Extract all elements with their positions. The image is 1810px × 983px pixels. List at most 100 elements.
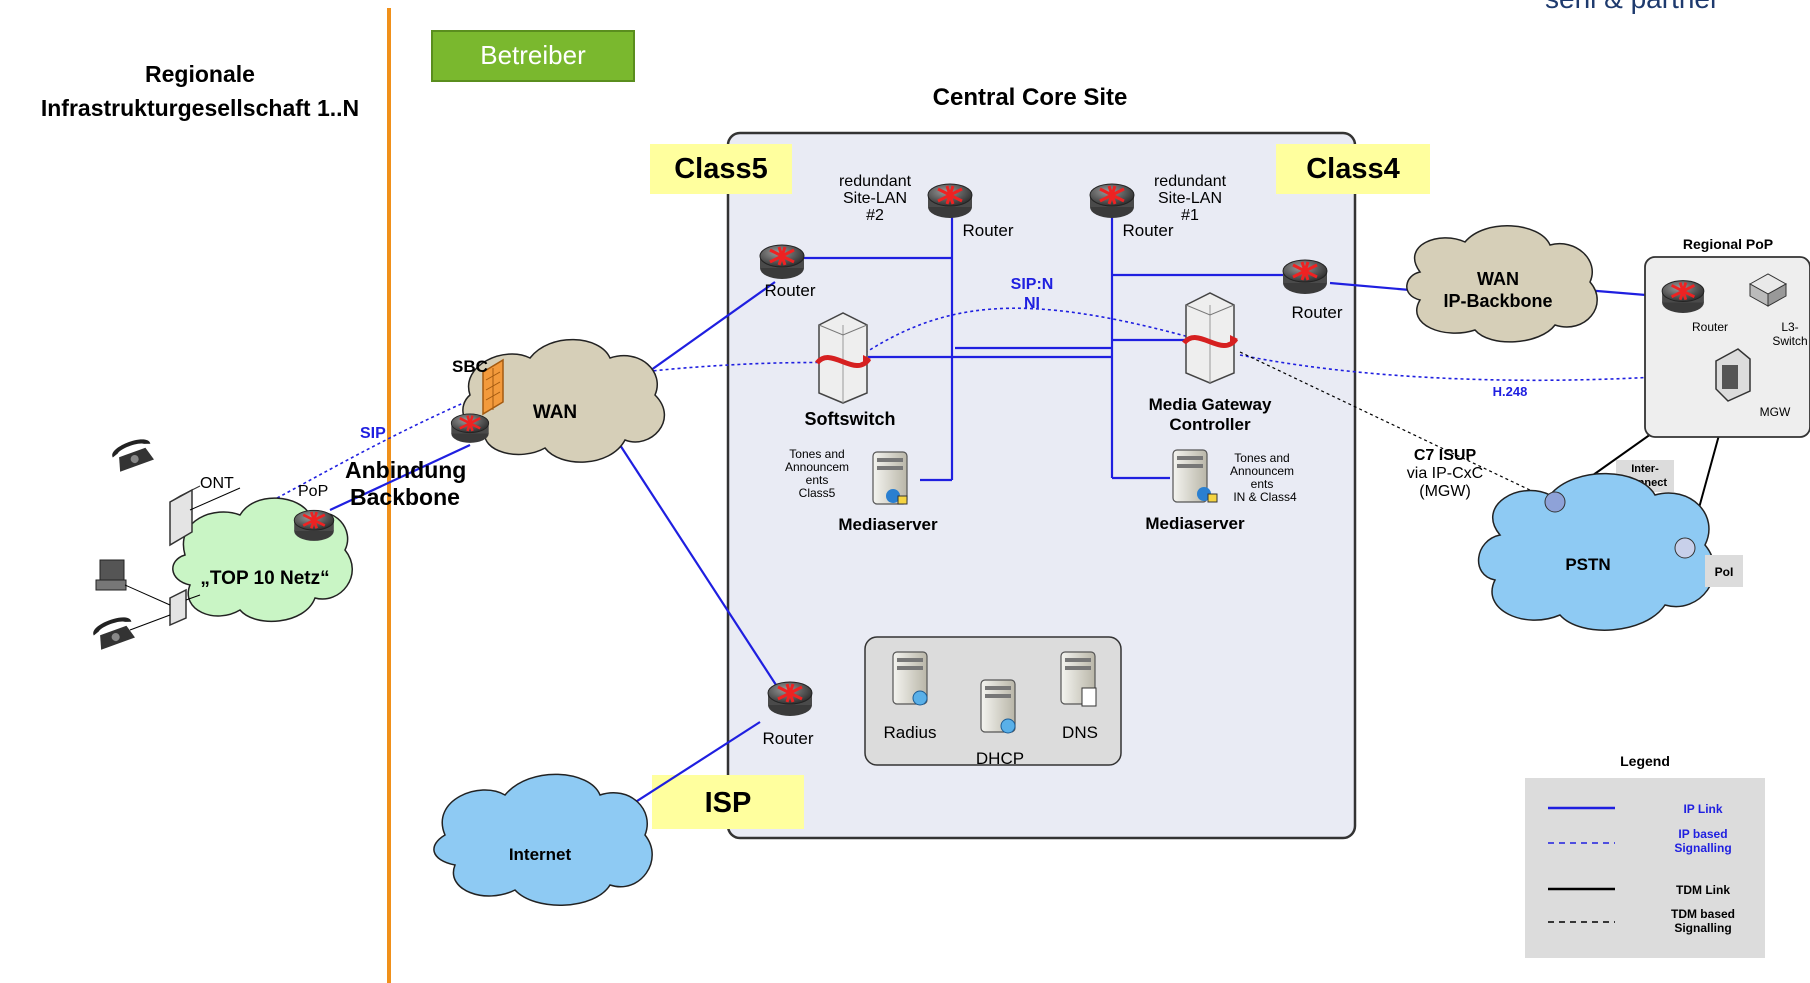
- lan1-line2: Site-LAN: [1158, 190, 1222, 207]
- ont-device-icon: [169, 485, 201, 547]
- router-icon-isp: [766, 680, 814, 718]
- legend-tdm-sig-line1: TDM based: [1671, 907, 1735, 921]
- wan-cloud: [462, 338, 666, 463]
- lan1-line3: #1: [1181, 207, 1199, 224]
- c7-line1: C7 ISUP: [1414, 447, 1477, 464]
- sbc-label: SBC: [452, 357, 488, 376]
- tones4-line1: Tones and: [1234, 451, 1289, 465]
- internet-label: Internet: [509, 845, 572, 864]
- regional-router-icon: [1660, 279, 1706, 315]
- class4-label-box: [1276, 144, 1430, 194]
- tones5-line4: Class5: [799, 486, 836, 500]
- c7-line2: via IP-CxC: [1407, 465, 1483, 482]
- operator-tag-label: Betreiber: [480, 40, 586, 70]
- router-icon-right: [1281, 258, 1329, 296]
- tones4-line2: Announcem: [1230, 464, 1294, 478]
- operator-tag: [431, 30, 635, 82]
- media-gateway-controller-icon: [1184, 293, 1238, 383]
- router-lan2-label: Router: [962, 221, 1013, 240]
- mediaserver-class4-label: Mediaserver: [1145, 514, 1245, 533]
- region-title-line1: Regionale: [145, 61, 255, 87]
- l3-switch-line2: Switch: [1772, 334, 1807, 348]
- dns-label: DNS: [1062, 723, 1098, 742]
- pstn-label: PSTN: [1565, 555, 1610, 574]
- tones5-line3: ents: [806, 473, 829, 487]
- lan1-line1: redundant: [1154, 173, 1227, 190]
- sbc-router-icon: [450, 412, 490, 445]
- wan-ip-backbone-cloud: [1406, 225, 1598, 343]
- tones4-line3: ents: [1251, 477, 1274, 491]
- isp-label: ISP: [705, 787, 752, 819]
- class4-label: Class4: [1306, 153, 1400, 185]
- anbindung-line2: Backbone: [350, 484, 460, 510]
- isp-label-box: [652, 775, 804, 829]
- tones5-line1: Tones and: [789, 447, 844, 461]
- sip-label: SIP: [360, 425, 386, 442]
- sbc-firewall-icon: [482, 358, 504, 416]
- phone-icon-2: [90, 613, 137, 651]
- pop-label: PoP: [298, 483, 328, 500]
- tdm-signalling: [1239, 351, 1556, 503]
- ip-links: [329, 205, 1671, 813]
- radius-label: Radius: [884, 723, 937, 742]
- mediaserver-class4-icon: [1172, 449, 1218, 503]
- wan-backbone-line1: WAN: [1477, 269, 1519, 289]
- mediaserver-class5-label: Mediaserver: [838, 515, 938, 534]
- softswitch-label: Softswitch: [804, 409, 895, 429]
- phone-icon-1: [109, 435, 156, 473]
- computer-icon: [95, 559, 127, 591]
- router-right-label: Router: [1291, 303, 1342, 322]
- l3-switch-line1: L3-: [1781, 320, 1798, 334]
- interconnect-point-2: [1674, 537, 1696, 559]
- tones5-line2: Announcem: [785, 460, 849, 474]
- top10-label: „TOP 10 Netz“: [200, 568, 329, 589]
- class5-label-box: [650, 144, 792, 194]
- region-title-line2: Infrastrukturgesellschaft 1..N: [41, 95, 359, 121]
- lan2-line1: redundant: [839, 173, 912, 190]
- router-icon-lan2: [926, 182, 974, 220]
- softswitch-icon: [817, 313, 871, 403]
- dhcp-label: DHCP: [976, 749, 1024, 768]
- h248-label: H.248: [1493, 384, 1528, 399]
- lan2-line2: Site-LAN: [843, 190, 907, 207]
- dns-server-icon: [1060, 651, 1097, 707]
- class5-label: Class5: [674, 153, 768, 185]
- c7-line3: (MGW): [1419, 483, 1471, 500]
- legend-tdm-link-label: TDM Link: [1676, 883, 1730, 897]
- core-title: Central Core Site: [933, 84, 1128, 111]
- legend-tdm-sig-line2: Signalling: [1674, 921, 1731, 935]
- mgc-label-line2: Controller: [1169, 415, 1251, 434]
- radius-server-icon: [892, 651, 928, 706]
- mgc-label-line1: Media Gateway: [1149, 395, 1272, 414]
- brand-logo-text: sehl & partner: [1545, 0, 1719, 14]
- legend-ip-link-label: IP Link: [1683, 802, 1722, 816]
- poi-label: PoI: [1715, 565, 1734, 579]
- mgw-icon: [1715, 348, 1751, 402]
- sip-ni-line2: NI: [1024, 295, 1040, 312]
- router-lan1-label: Router: [1122, 221, 1173, 240]
- interconnect-point-1: [1544, 491, 1566, 513]
- l3-switch-icon: [1748, 273, 1788, 307]
- wan-backbone-line2: IP-Backbone: [1443, 291, 1552, 311]
- router-icon-lan1: [1088, 182, 1136, 220]
- poi-box: [1705, 555, 1743, 587]
- pop-router-icon: [292, 508, 336, 543]
- router-isp-label: Router: [762, 729, 813, 748]
- tones4-line4: IN & Class4: [1233, 490, 1297, 504]
- internet-cloud: [433, 773, 653, 906]
- router-left-label: Router: [764, 281, 815, 300]
- ont-label: ONT: [200, 475, 234, 492]
- legend-title: Legend: [1620, 753, 1670, 769]
- wan-label: WAN: [533, 402, 577, 423]
- dhcp-server-icon: [980, 679, 1016, 734]
- legend-ip-sig-line2: Signalling: [1674, 841, 1731, 855]
- sip-ni-line1: SIP:N: [1011, 276, 1054, 293]
- lan2-line3: #2: [866, 207, 884, 224]
- anbindung-line1: Anbindung: [345, 457, 466, 483]
- mediaserver-class5-icon: [872, 451, 908, 505]
- interconnect-line1: Inter-: [1631, 463, 1659, 475]
- router-icon-left: [758, 243, 806, 281]
- regional-router-label: Router: [1692, 320, 1728, 334]
- mgw-label: MGW: [1760, 405, 1791, 419]
